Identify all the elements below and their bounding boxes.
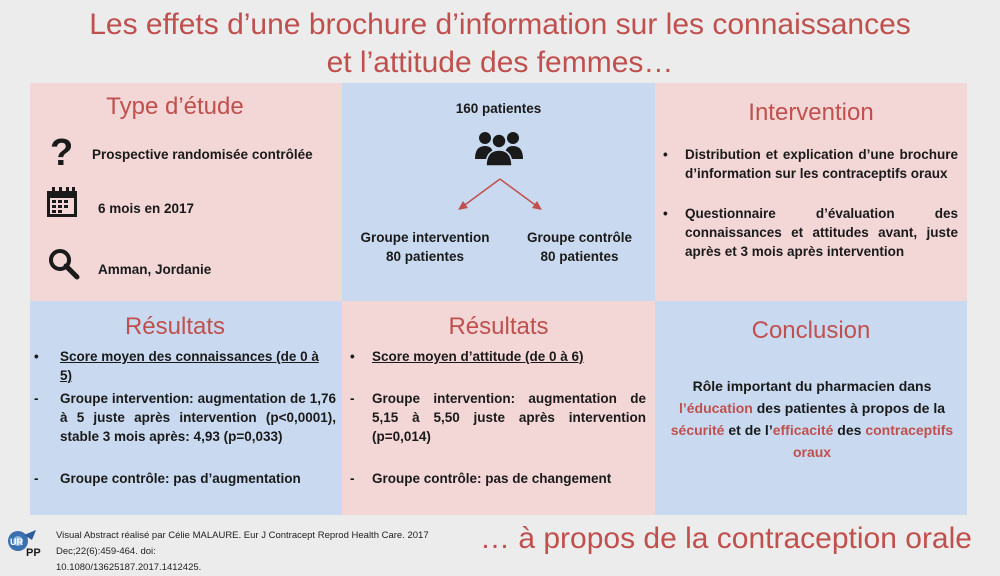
group-controle-label: Groupe contrôle [526, 230, 632, 245]
urpp-logo-icon: UR PP [8, 530, 41, 559]
citation: Visual Abstract réalisé par Célie MALAUR… [56, 528, 476, 576]
panel-population: 160 patientes Groupe intervention 80 pat… [342, 83, 655, 301]
resultats-heading: Résultats [124, 313, 226, 340]
title-line-2: et l’attitude des femmes… [326, 46, 674, 79]
title-line-1: Les effets d’une brochure d’information … [89, 8, 911, 41]
conclusion-text-part: et de l’ [724, 422, 773, 438]
tagline: … à propos de la contraception orale [480, 522, 972, 555]
conclusion-highlight: contraceptifs oraux [792, 422, 954, 460]
bullet-icon: • [663, 206, 668, 221]
citation-line-2: 10.1080/13625187.2017.1412425. [56, 562, 202, 573]
resultats-lead-text: Score moyen d’attitude (de 0 à 6) [372, 349, 584, 364]
panel-resultats-attitude: Résultats • Score moyen d’attitude (de 0… [342, 301, 655, 515]
resultats-item: - Groupe contrôle: pas d’augmentation [34, 469, 336, 488]
conclusion-text-part: des [833, 422, 866, 438]
intervention-item: • Distribution et explication d’une broc… [663, 145, 958, 183]
resultats-item: - Groupe contrôle: pas de changement [350, 469, 646, 488]
resultats-lead: • Score moyen des connaissances (de 0 à … [34, 347, 334, 385]
resultats-item-text: Groupe intervention: augmentation de 1,7… [60, 391, 336, 444]
bullet-icon: • [663, 147, 668, 162]
conclusion-text-part: des patientes à propos de la [752, 400, 946, 416]
intervention-item-text: Distribution et explication d’une brochu… [685, 147, 958, 181]
svg-text:PP: PP [26, 547, 41, 558]
dash-icon: - [350, 391, 355, 406]
resultats-item-text: Groupe contrôle: pas d’augmentation [60, 471, 301, 486]
citation-line-1: Visual Abstract réalisé par Célie MALAUR… [56, 530, 429, 557]
resultats-item-text: Groupe contrôle: pas de changement [372, 471, 612, 486]
intervention-item: • Questionnaire d’évaluation des connais… [663, 204, 958, 261]
panel-resultats-connaissances: Résultats • Score moyen des connaissance… [30, 301, 342, 515]
conclusion-highlight: efficacité [772, 422, 834, 438]
question-mark-icon: ? [50, 132, 74, 174]
type-etude-item: Amman, Jordanie [98, 262, 212, 277]
type-etude-heading: Type d’étude [106, 93, 244, 120]
type-etude-item: Prospective randomisée contrôlée [92, 147, 313, 162]
resultats-item: - Groupe intervention: augmentation de 1… [34, 389, 336, 446]
conclusion-text-part: Rôle important du pharmacien dans [692, 378, 932, 394]
group-people-icon [475, 129, 523, 172]
calendar-icon [46, 186, 78, 223]
dash-icon: - [34, 471, 39, 486]
urpp-logo: UR PP UR PP [6, 528, 51, 559]
panel-conclusion: Conclusion Rôle important du pharmacien … [655, 301, 967, 515]
group-intervention: Groupe intervention 80 patientes [350, 228, 500, 266]
panel-intervention: Intervention • Distribution et explicati… [655, 83, 967, 301]
resultats-lead-text: Score moyen des connaissances (de 0 à 5) [60, 349, 319, 383]
resultats-lead: • Score moyen d’attitude (de 0 à 6) [350, 347, 650, 366]
group-intervention-label: Groupe intervention [360, 230, 490, 245]
conclusion-highlight: l’éducation [678, 400, 753, 416]
branch-arrows [458, 178, 542, 210]
dash-icon: - [34, 391, 39, 406]
conclusion-highlight: sécurité [670, 422, 725, 438]
conclusion-text: Rôle important du pharmacien dans l’éduc… [667, 375, 957, 463]
urpp-logo-text: UR PP [50, 528, 51, 529]
svg-text:UR: UR [10, 537, 23, 547]
intervention-heading: Intervention [748, 99, 874, 126]
intervention-item-text: Questionnaire d’évaluation des connaissa… [685, 206, 958, 259]
page-title: Les effets d’une brochure d’information … [0, 6, 1000, 82]
group-controle: Groupe contrôle 80 patientes [512, 228, 647, 266]
bullet-icon: • [34, 349, 39, 364]
conclusion-heading: Conclusion [751, 317, 871, 344]
resultats-heading: Résultats [448, 313, 549, 340]
resultats-item-text: Groupe intervention: augmentation de 5,1… [372, 391, 646, 444]
dash-icon: - [350, 471, 355, 486]
bullet-icon: • [350, 349, 355, 364]
panel-type-etude: Type d’étude ? Prospective randomisée co… [30, 83, 342, 301]
group-controle-count: 80 patientes [540, 249, 619, 264]
resultats-item: - Groupe intervention: augmentation de 5… [350, 389, 646, 446]
population-total: 160 patientes [455, 101, 542, 116]
magnifier-icon [48, 248, 80, 285]
group-intervention-count: 80 patientes [385, 249, 465, 264]
type-etude-item: 6 mois en 2017 [98, 201, 195, 216]
